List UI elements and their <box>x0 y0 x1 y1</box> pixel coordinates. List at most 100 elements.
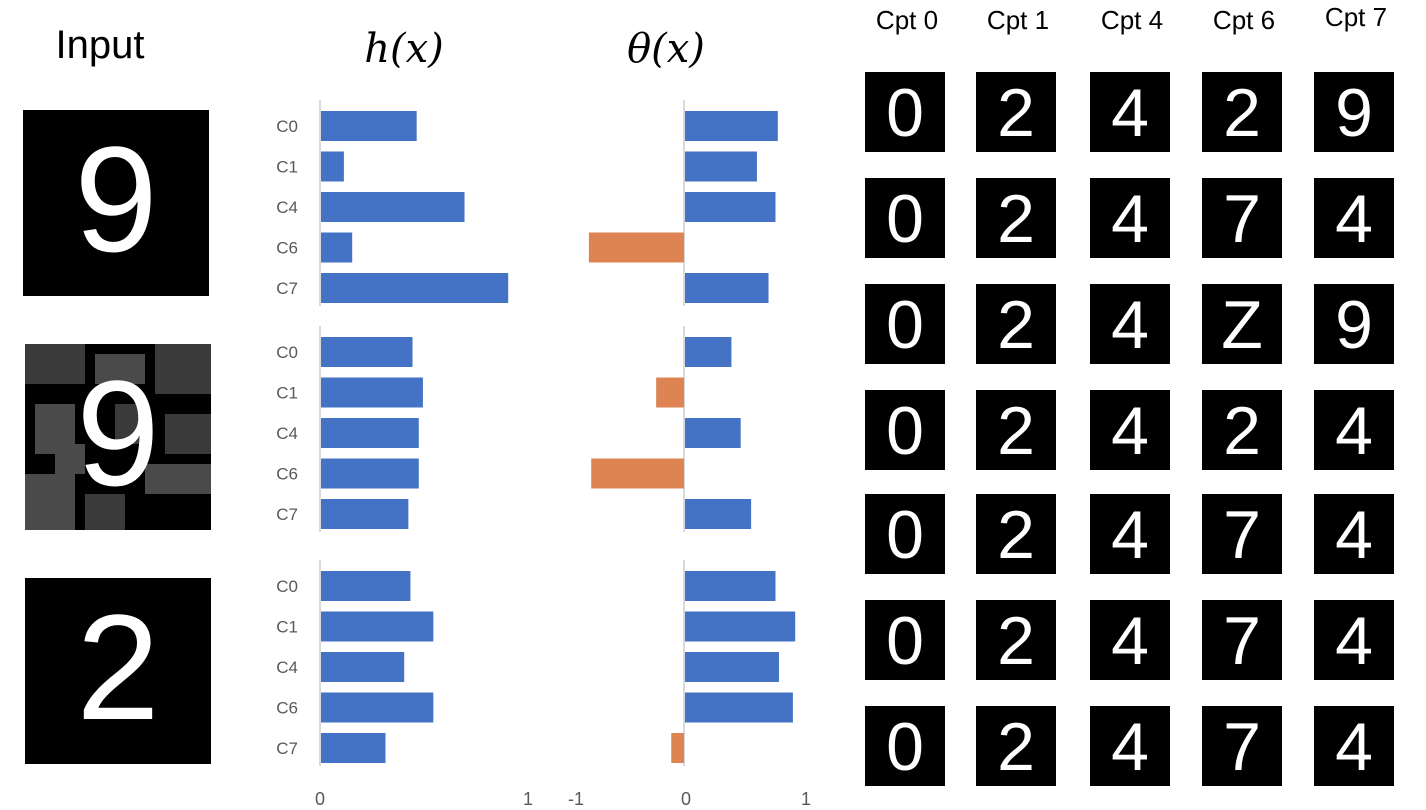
prototype-background <box>1090 706 1170 786</box>
prototype-background <box>1314 706 1394 786</box>
bar <box>321 611 434 642</box>
x-tick-label: -1 <box>568 789 584 809</box>
category-label: C6 <box>276 465 298 484</box>
concept-prototype-image: 7 <box>1202 706 1282 786</box>
concept-prototype-image: 2 <box>976 284 1056 364</box>
input-image-background <box>25 578 211 764</box>
prototype-digit: 4 <box>1111 287 1149 363</box>
concept-prototype-image: 4 <box>1314 706 1394 786</box>
bar <box>321 232 353 263</box>
bar <box>321 192 465 222</box>
noise-patch <box>165 414 211 454</box>
prototype-digit: 7 <box>1223 709 1261 785</box>
prototype-digit: 4 <box>1111 497 1149 573</box>
noise-patch <box>145 464 211 494</box>
input-digit: 2 <box>76 583 159 751</box>
bar <box>321 571 411 601</box>
noise-patch <box>95 354 145 384</box>
prototype-digit: 2 <box>997 709 1035 785</box>
bar <box>685 611 796 642</box>
prototype-digit: 2 <box>997 181 1035 257</box>
prototype-background <box>865 600 945 680</box>
input-image-background <box>23 110 209 296</box>
concept-prototype-image: 4 <box>1090 284 1170 364</box>
bar <box>685 571 776 601</box>
prototype-digit: 9 <box>1335 287 1373 363</box>
prototype-background <box>1314 72 1394 152</box>
prototype-background <box>976 72 1056 152</box>
prototype-digit: 4 <box>1335 709 1373 785</box>
concept-prototype-image: 2 <box>1202 390 1282 470</box>
category-label: C4 <box>276 424 298 443</box>
category-label: C1 <box>276 158 298 177</box>
concept-prototype-image: 4 <box>1314 494 1394 574</box>
prototype-digit: 0 <box>886 497 924 573</box>
prototype-digit: 4 <box>1111 75 1149 151</box>
prototype-digit: 0 <box>886 181 924 257</box>
bar <box>671 733 684 763</box>
prototype-background <box>1090 494 1170 574</box>
input-image: 9 <box>23 110 209 296</box>
prototype-background <box>865 284 945 364</box>
category-label: C6 <box>276 699 298 718</box>
bar-group <box>591 326 752 532</box>
prototype-digit: 0 <box>886 393 924 469</box>
prototype-digit: 2 <box>997 603 1035 679</box>
prototype-background <box>976 178 1056 258</box>
prototype-digit: 4 <box>1111 181 1149 257</box>
bar <box>321 418 419 448</box>
concept-prototype-image: 0 <box>865 72 945 152</box>
bar <box>685 692 793 723</box>
prototype-background <box>1202 390 1282 470</box>
bar <box>685 418 741 448</box>
category-label: C7 <box>276 505 298 524</box>
prototype-digit: 7 <box>1223 497 1261 573</box>
concept-prototype-image: 0 <box>865 178 945 258</box>
prototype-digit: 0 <box>886 709 924 785</box>
bar <box>685 192 776 222</box>
prototype-background <box>1090 178 1170 258</box>
prototype-digit: 2 <box>1223 75 1261 151</box>
concept-prototype-image: 9 <box>1314 284 1394 364</box>
prototype-background <box>1090 600 1170 680</box>
concept-prototype-image: 0 <box>865 600 945 680</box>
prototype-background <box>865 72 945 152</box>
prototype-digit: 2 <box>997 497 1035 573</box>
prototype-background <box>1090 390 1170 470</box>
bar <box>321 733 386 763</box>
concept-prototype-image: 2 <box>976 72 1056 152</box>
category-label: C4 <box>276 658 298 677</box>
concept-prototype-image: 2 <box>1202 72 1282 152</box>
input-digit: 9 <box>76 349 159 517</box>
category-label: C6 <box>276 239 298 258</box>
bar <box>685 337 732 367</box>
noise-patch <box>155 344 211 394</box>
prototype-background <box>865 706 945 786</box>
concept-prototype-image: 4 <box>1314 390 1394 470</box>
noise-patch <box>85 494 125 530</box>
x-tick-label: 1 <box>523 789 533 809</box>
bar <box>685 273 769 303</box>
bar <box>685 111 778 141</box>
concept-column-label: Cpt 6 <box>1213 5 1275 35</box>
prototype-digit: 4 <box>1335 603 1373 679</box>
bar <box>321 499 409 529</box>
bar-group <box>588 100 778 306</box>
bar <box>321 273 509 303</box>
prototype-digit: 4 <box>1111 603 1149 679</box>
concept-prototype-image: 7 <box>1202 178 1282 258</box>
prototype-background <box>976 706 1056 786</box>
prototype-background <box>976 600 1056 680</box>
category-label: C0 <box>276 577 298 596</box>
concept-prototype-image: 2 <box>976 706 1056 786</box>
prototype-digit: 2 <box>997 75 1035 151</box>
prototype-background <box>1202 600 1282 680</box>
prototype-background <box>976 390 1056 470</box>
